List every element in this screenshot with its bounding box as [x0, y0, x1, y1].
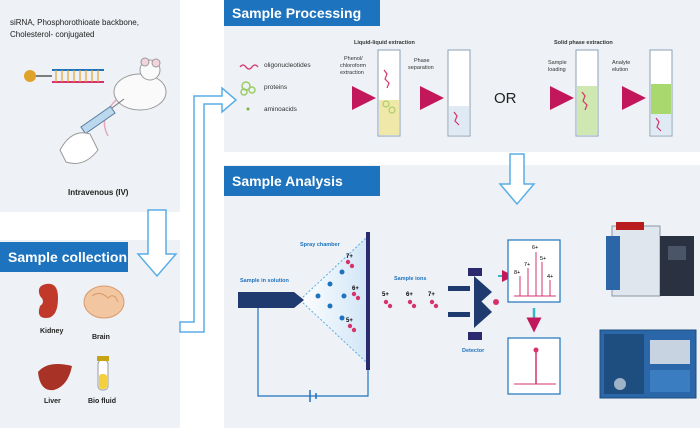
sirna-title-line1: siRNA, Phosphorothioate backbone, — [10, 18, 139, 27]
organ-label-kidney: Kidney — [40, 328, 64, 335]
quadrupole-rods — [448, 286, 470, 317]
aminoacid-legend-icon — [246, 107, 250, 111]
flow-arrow-down-left — [136, 209, 178, 278]
lle-step1-l3: extraction — [340, 70, 364, 76]
lle-tube-2 — [447, 49, 471, 137]
ion-cluster-cone — [345, 259, 361, 333]
sirna-title-line2: Cholesterol- conjugated — [10, 30, 95, 39]
organ-label-liver: Liver — [44, 398, 61, 405]
mass-spectrum-full — [507, 239, 561, 303]
lle-tube-1 — [377, 49, 401, 137]
battery-icon — [309, 390, 317, 402]
lle-step2-l1: Phase — [414, 58, 430, 64]
spe-tube-2 — [649, 49, 673, 137]
spectrum-peak-7plus: 7+ — [524, 262, 530, 268]
kidney-icon — [38, 283, 58, 318]
legend-proteins: proteins — [264, 84, 288, 91]
spray-droplets — [315, 269, 347, 321]
legend-aminoacids: aminoacids — [264, 106, 297, 113]
circuit-wire — [257, 308, 369, 397]
sample-in-solution-label: Sample in solution — [240, 278, 289, 284]
counter-electrode — [366, 232, 370, 370]
spe-step2-l1: Analyte — [612, 60, 631, 66]
lle-step1-l1: Phenol/ — [344, 56, 363, 62]
sample-analysis-header: Sample Analysis — [224, 166, 380, 196]
charge-label-6: 7+ — [428, 292, 435, 298]
route-label: Intravenous (IV) — [68, 188, 129, 197]
mass-spectrometer-top — [606, 222, 694, 297]
mass-spectrum-deconvoluted — [507, 337, 561, 395]
legend-oligonucleotides: oligonucleotides — [264, 62, 311, 69]
protein-legend-icon — [240, 81, 256, 96]
sample-ions-label: Sample ions — [394, 276, 427, 282]
biofluid-tube-icon — [97, 356, 109, 391]
charge-label-1: 7+ — [346, 254, 353, 260]
charge-label-3: 5+ — [346, 318, 353, 324]
spray-cone — [299, 237, 367, 363]
syringe-icon — [59, 98, 125, 164]
spectrum-peak-6plus: 6+ — [532, 245, 538, 251]
sirna-molecule-icon — [24, 69, 104, 83]
mouse-icon — [103, 57, 167, 137]
liver-icon — [38, 364, 72, 391]
spectrum-peak-8plus: 8+ — [514, 270, 520, 276]
spectrum-peak-5plus: 5+ — [540, 256, 546, 262]
flow-arrow-down-right — [498, 153, 536, 206]
oligonucleotide-legend-icon — [239, 64, 259, 70]
charge-label-4: 5+ — [382, 292, 389, 298]
spe-step2-l2: elution — [612, 67, 629, 73]
spe-tube-1 — [575, 49, 599, 137]
detector-label: Detector — [462, 348, 485, 354]
capillary-tip — [294, 292, 304, 308]
flow-arrow-up-connector — [179, 86, 238, 333]
spe-step1-l2: loading — [548, 67, 566, 73]
brain-icon — [83, 285, 125, 319]
sample-processing-header: Sample Processing — [224, 0, 380, 26]
or-label: OR — [494, 90, 517, 107]
organ-label-biofluid: Bio fluid — [88, 398, 116, 405]
spe-title: Solid phase extraction — [554, 40, 613, 46]
organ-label-brain: Brain — [92, 334, 110, 341]
charge-label-2: 6+ — [352, 286, 359, 292]
detector-icon — [468, 268, 499, 340]
spe-step1-l1: Sample — [548, 60, 567, 66]
spray-chamber-label: Spray chamber — [300, 242, 340, 248]
capillary-needle — [238, 292, 294, 308]
lle-step1-l2: chloroform — [340, 63, 366, 69]
mass-spectrometer-bottom — [599, 329, 697, 399]
ion-cluster-transit — [383, 299, 439, 309]
spectrum-peak-4plus: 4+ — [547, 274, 553, 280]
sample-collection-header: Sample collection — [0, 242, 128, 272]
lle-title: Liquid-liquid extraction — [354, 40, 415, 46]
charge-label-5: 6+ — [406, 292, 413, 298]
lle-step2-l2: separation — [408, 65, 434, 71]
